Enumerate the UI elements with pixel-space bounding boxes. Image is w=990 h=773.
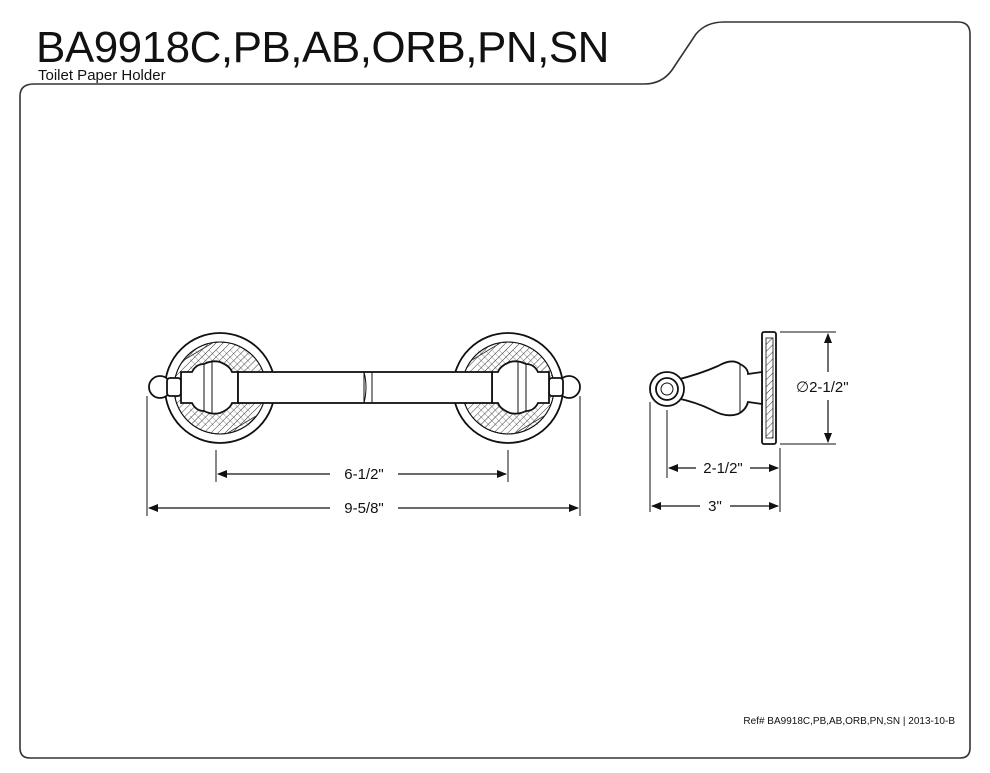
side-view <box>649 331 777 445</box>
model-number-title: BA9918C,PB,AB,ORB,PN,SN <box>36 23 609 72</box>
front-view <box>148 332 581 444</box>
dimension-projection-total: 3" <box>708 498 722 515</box>
reference-note: Ref# BA9918C,PB,AB,ORB,PN,SN | 2013-10-B <box>743 716 955 727</box>
dimension-bar-inner: 6-1/2" <box>344 466 384 483</box>
dimension-overall-length: 9-5/8" <box>344 500 384 517</box>
product-subtitle: Toilet Paper Holder <box>38 67 166 84</box>
dimension-projection-to-bar: 2-1/2" <box>703 460 743 477</box>
drawing-frame <box>19 21 971 759</box>
side-dimensions: ∅2-1/2" 2-1/2" 3" <box>649 331 849 515</box>
front-dimensions: 6-1/2" 9-5/8" <box>146 396 581 517</box>
dimension-flange-diameter: ∅2-1/2" <box>796 379 849 396</box>
side-arm <box>675 360 763 417</box>
